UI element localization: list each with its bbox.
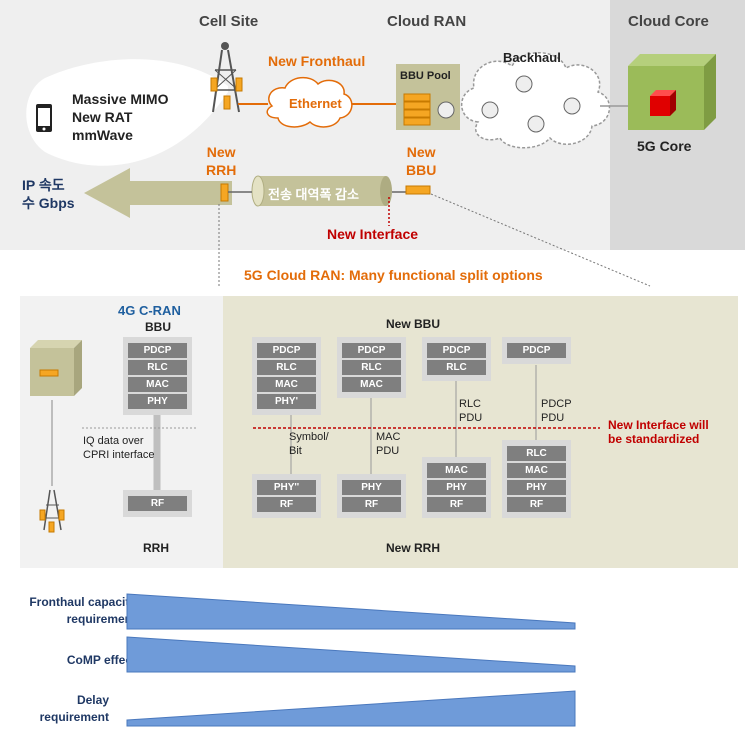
c-ran-rrh-stack: RF (123, 490, 192, 517)
transport-pipe (251, 175, 392, 207)
option4-rrh-stack: RLC MAC PHY RF (502, 440, 571, 518)
layer-rlc: RLC (257, 360, 316, 375)
layer-phy: PHY (128, 394, 187, 409)
layer-pdcp: PDCP (507, 343, 566, 358)
new-bbu-header: New BBU (386, 317, 441, 331)
layer-pdcp: PDCP (342, 343, 401, 358)
smartphone-icon (36, 104, 52, 132)
bbu-server-stack-icon (403, 93, 431, 126)
c-ran-bbu-stack: PDCP RLC MAC PHY (123, 337, 192, 415)
new-rrh-header: New RRH (386, 541, 441, 555)
feature-mmwave: mmWave (72, 127, 133, 143)
layer-rlc: RLC (128, 360, 187, 375)
feature-massive-mimo: Massive MIMO (72, 91, 169, 107)
layer-mac: MAC (128, 377, 187, 392)
new-bbu-label: New BBU (406, 144, 437, 178)
option1-rrh-stack: PHY'' RF (252, 474, 321, 518)
layer-phy-high: PHY' (257, 394, 316, 409)
layer-rf: RF (257, 497, 316, 512)
new-rrh-label: New RRH (206, 144, 237, 178)
split-graphics (30, 340, 600, 533)
bbu-pool-label: BBU Pool (400, 70, 451, 82)
trend-graphics (126, 593, 576, 727)
fronthaul-capacity-label: Fronthaul capacity requirement (29, 595, 136, 626)
layer-rf: RF (128, 496, 187, 511)
ip-speed-label: IP 속도 수 Gbps (22, 177, 75, 211)
router-icon (437, 101, 455, 119)
layer-phy: PHY (342, 480, 401, 495)
cloud-ran-header: Cloud RAN (387, 13, 467, 30)
layer-pdcp: PDCP (128, 343, 187, 358)
fiveg-core-label: 5G Core (637, 138, 692, 154)
option4-link-label: PDCP PDU (541, 398, 572, 424)
new-fronthaul-label: New Fronthaul (268, 53, 366, 69)
split-options-title: 5G Cloud RAN: Many functional split opti… (244, 267, 543, 283)
cloud-core-header: Cloud Core (628, 13, 709, 30)
new-bbu-icon (405, 185, 431, 195)
bandwidth-reduction-label: 전송 대역폭 감소 (268, 187, 359, 202)
router-icon (563, 97, 581, 115)
feature-new-rat: New RAT (72, 109, 133, 125)
coverage-beam (26, 59, 228, 166)
option2-bbu-stack: PDCP RLC MAC (337, 337, 406, 398)
option3-bbu-stack: PDCP RLC (422, 337, 491, 381)
new-rrh-icon (220, 183, 229, 202)
fronthaul-capacity-wedge (126, 593, 576, 630)
layer-phy: PHY (507, 480, 566, 495)
delay-requirement-label: Delay requirement (39, 693, 109, 724)
layer-rlc: RLC (427, 360, 486, 375)
cell-site-header: Cell Site (199, 13, 259, 30)
option2-rrh-stack: PHY RF (337, 474, 406, 518)
ethernet-cloud (266, 76, 353, 128)
backhaul-cloud (460, 52, 611, 149)
layer-mac: MAC (507, 463, 566, 478)
backhaul-label: Backhaul (503, 50, 561, 65)
layer-rlc: RLC (342, 360, 401, 375)
c-ran-title: 4G C-RAN (118, 303, 181, 318)
core-cube-icon (650, 90, 676, 116)
throughput-arrow (84, 168, 232, 218)
layer-pdcp: PDCP (427, 343, 486, 358)
comp-effect-label: CoMP effect (66, 653, 136, 667)
layer-phy: PHY (427, 480, 486, 495)
layer-rf: RF (507, 497, 566, 512)
router-icon (515, 75, 533, 93)
option4-bbu-stack: PDCP (502, 337, 571, 364)
layer-phy-low: PHY'' (257, 480, 316, 495)
layer-mac: MAC (342, 377, 401, 392)
iq-data-note: IQ data over CPRI interface (83, 435, 155, 461)
new-interface-label: New Interface (327, 226, 419, 242)
option3-link-label: RLC PDU (459, 398, 483, 424)
standardization-note: New Interface will be standardized (608, 418, 709, 446)
option1-bbu-stack: PDCP RLC MAC PHY' (252, 337, 321, 415)
feature-list: Massive MIMO New RAT mmWave (72, 90, 168, 144)
option2-link-label: MAC PDU (376, 431, 401, 457)
ethernet-label: Ethernet (289, 96, 342, 111)
router-icon (481, 101, 499, 119)
option3-rrh-stack: MAC PHY RF (422, 457, 491, 518)
layer-rf: RF (427, 497, 486, 512)
layer-mac: MAC (427, 463, 486, 478)
comp-effect-wedge (126, 636, 576, 673)
layer-rlc: RLC (507, 446, 566, 461)
layer-rf: RF (342, 497, 401, 512)
option1-link-label: Symbol/ Bit (289, 431, 329, 457)
cell-tower-icon (210, 42, 243, 113)
top-diagram-graphics (26, 42, 716, 287)
layer-mac: MAC (257, 377, 316, 392)
layer-pdcp: PDCP (257, 343, 316, 358)
router-icon (527, 115, 545, 133)
delay-requirement-wedge (126, 690, 576, 727)
c-ran-bbu-label: BBU (145, 320, 171, 334)
c-ran-rrh-label: RRH (143, 541, 169, 555)
